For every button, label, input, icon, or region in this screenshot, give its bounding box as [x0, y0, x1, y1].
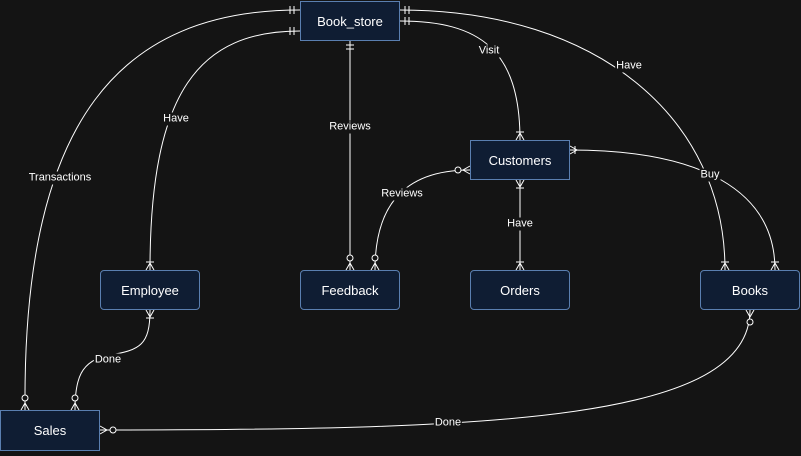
label-reviews-store: Reviews [328, 120, 372, 134]
edge-have-books[interactable] [399, 9, 726, 271]
entity-books-label: Books [731, 282, 769, 298]
edge-have-employee[interactable] [149, 30, 301, 271]
entity-sales-label: Sales [33, 423, 67, 438]
entity-book-store[interactable]: Book_store [300, 1, 400, 41]
entity-books[interactable]: Books [700, 270, 800, 310]
edge-reviews-customer[interactable] [374, 169, 471, 271]
label-have-employee: Have [162, 112, 190, 126]
label-have-orders: Have [506, 217, 534, 231]
label-transactions: Transactions [27, 171, 93, 185]
entity-feedback-label: Feedback [321, 282, 379, 298]
entity-feedback[interactable]: Feedback [300, 270, 400, 310]
label-reviews-customer: Reviews [380, 187, 424, 201]
edge-visit[interactable] [399, 20, 521, 141]
label-visit: Visit [477, 44, 501, 58]
label-done-books: Done [433, 416, 463, 430]
label-done-employee: Done [93, 353, 123, 367]
entity-employee-label: Employee [121, 282, 179, 298]
entity-employee[interactable]: Employee [100, 270, 200, 310]
edge-transactions[interactable] [24, 9, 301, 410]
label-have-books: Have [615, 59, 643, 73]
entity-orders[interactable]: Orders [470, 270, 570, 310]
entity-book-store-label: Book_store [317, 13, 383, 29]
label-buy: Buy [699, 168, 721, 182]
entity-customers[interactable]: Customers [470, 140, 570, 180]
entity-orders-label: Orders [500, 282, 540, 298]
edge-buy[interactable] [569, 149, 776, 271]
edge-done-books[interactable] [99, 309, 751, 431]
entity-customers-label: Customers [488, 152, 552, 168]
entity-sales[interactable]: Sales [0, 410, 100, 451]
